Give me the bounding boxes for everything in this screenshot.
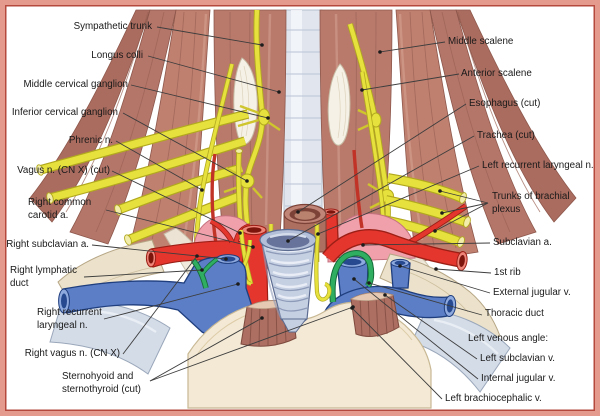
label-longus-colli: Longus colli — [91, 50, 143, 61]
label-internal-jugular-vein: Internal jugular v. — [481, 373, 556, 384]
label-middle-scalene: Middle scalene — [448, 36, 514, 47]
label-inferior-cervical-ganglion: Inferior cervical ganglion — [11, 107, 118, 118]
label-sternohyoid-sternothyroid: Sternohyoid and sternothyroid (cut) — [62, 371, 141, 395]
label-thoracic-duct: Thoracic duct — [485, 308, 544, 319]
label-right-vagus-nerve: Right vagus n. (CN X) — [24, 348, 120, 359]
label-trunks-brachial-plexus: Trunks of brachial plexus — [492, 191, 570, 215]
label-middle-cervical-ganglion: Middle cervical ganglion — [23, 79, 128, 90]
label-esophagus-cut: Esophagus (cut) — [469, 98, 541, 109]
label-trachea-cut: Trachea (cut) — [477, 130, 535, 141]
label-left-subclavian-vein: Left subclavian v. — [480, 353, 555, 364]
vertebral-column-illustration — [283, 9, 323, 237]
lymphatic-ducts-illustration — [190, 250, 375, 303]
label-vagus-nerve-cut: Vagus n. (CN X) (cut) — [17, 165, 110, 176]
label-left-venous-angle: Left venous angle: — [468, 333, 549, 344]
label-sympathetic-trunk: Sympathetic trunk — [73, 21, 152, 32]
label-right-common-carotid: Right common carotid a. — [28, 197, 92, 221]
label-subclavian-artery: Subclavian a. — [493, 237, 552, 248]
label-right-recurrent-laryngeal: Right recurrent laryngeal n. — [37, 307, 102, 331]
tendon-illustration — [233, 57, 351, 146]
label-first-rib: 1st rib — [494, 267, 521, 278]
label-left-brachiocephalic-vein: Left brachiocephalic v. — [445, 393, 542, 404]
label-left-recurrent-laryngeal: Left recurrent laryngeal n. — [482, 160, 594, 171]
label-right-lymphatic-duct: Right lymphatic duct — [10, 265, 77, 289]
leader-dots — [195, 43, 444, 320]
recurrent-laryngeal-right-illustration — [314, 233, 332, 302]
leader-lines — [83, 26, 492, 400]
brachial-plexus-left-illustration — [36, 109, 250, 246]
label-external-jugular-vein: External jugular v. — [493, 287, 571, 298]
label-anterior-scalene: Anterior scalene — [461, 68, 532, 79]
label-phrenic-nerve: Phrenic n. — [68, 135, 113, 146]
label-right-subclavian-artery: Right subclavian a. — [6, 239, 89, 250]
